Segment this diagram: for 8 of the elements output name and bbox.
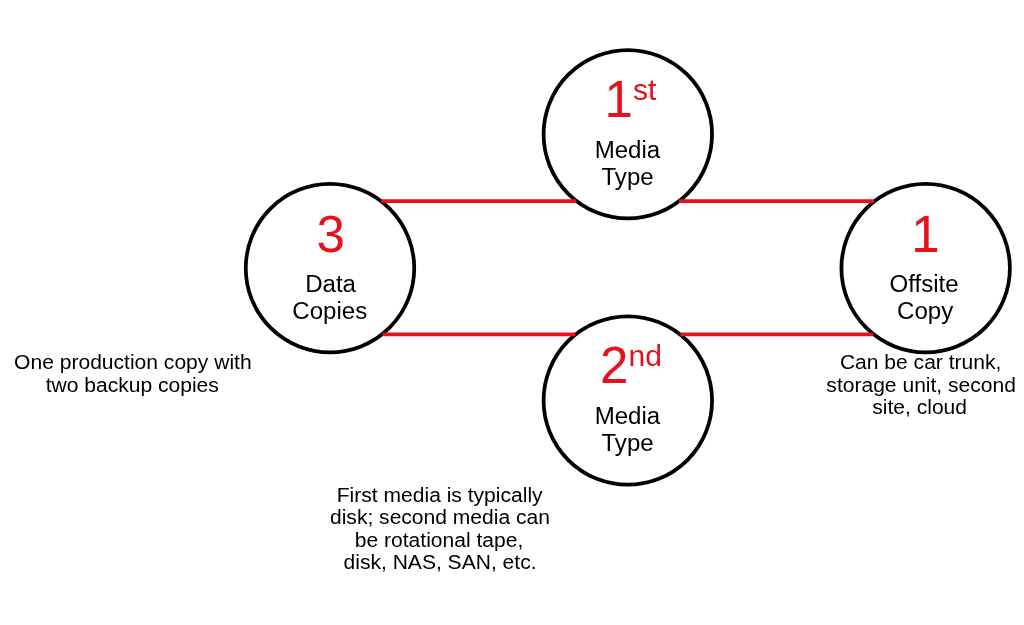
node-circle: 3 Data Copies [243, 182, 417, 355]
node-circle: 1$^{st}$ Media Type [541, 48, 714, 221]
node-circle: 2$^{nd}$ Media Type [541, 314, 714, 487]
connector [680, 332, 874, 337]
connector [679, 199, 875, 204]
connector [382, 332, 576, 337]
node-circle: 1 Offsite Copy [839, 182, 1012, 355]
connector [381, 199, 577, 204]
